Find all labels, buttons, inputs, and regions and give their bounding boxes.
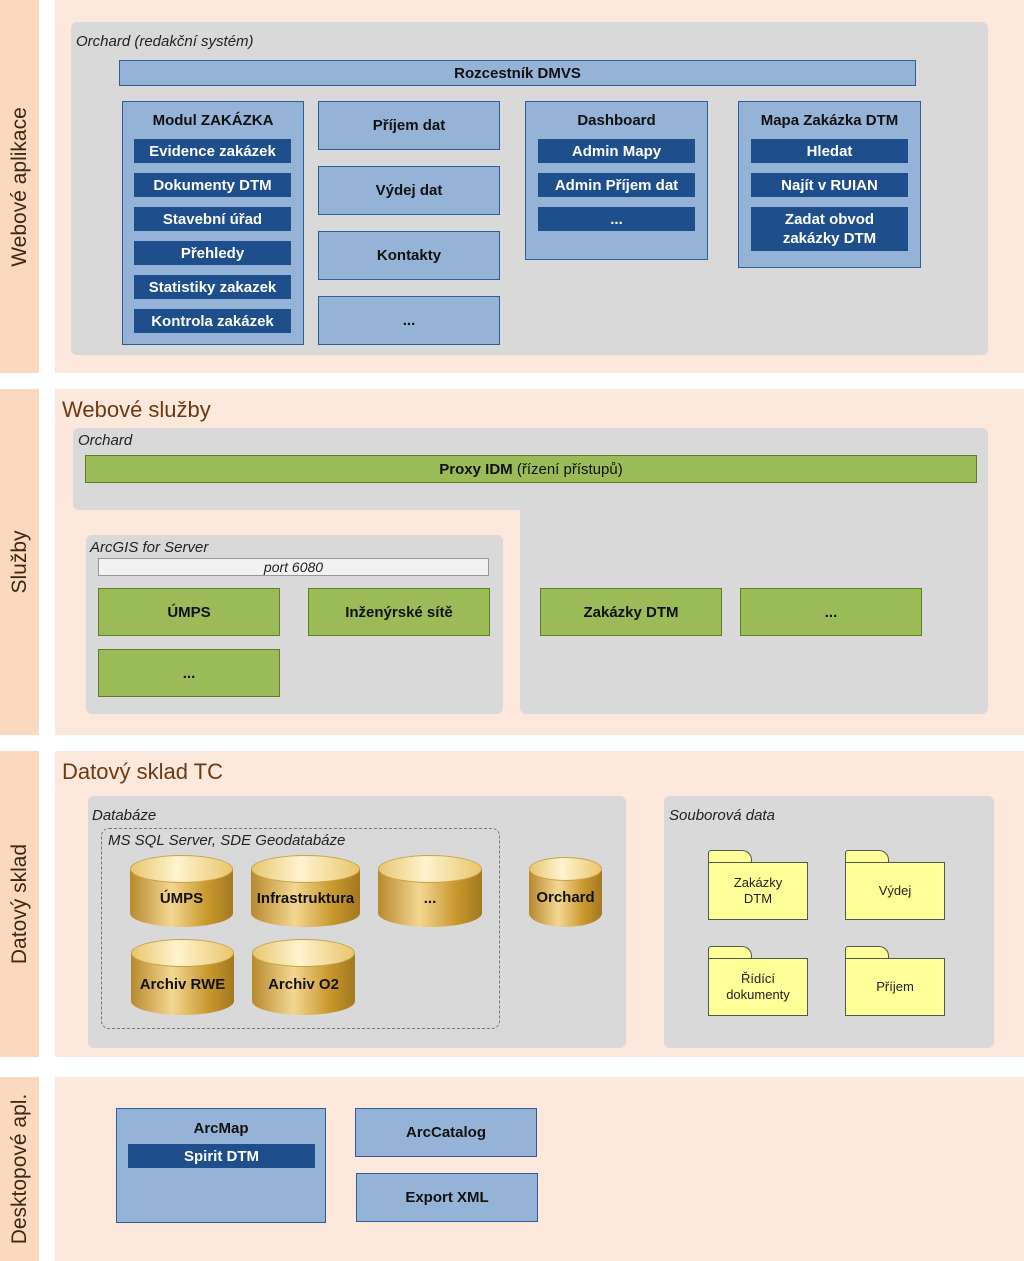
menu-prehledy[interactable]: Přehledy bbox=[134, 241, 291, 265]
service-arcgis-more[interactable]: ... bbox=[98, 649, 280, 697]
cylinder-top bbox=[131, 939, 234, 967]
rozcestnik-bar[interactable]: Rozcestník DMVS bbox=[119, 60, 916, 86]
cylinder-top bbox=[378, 855, 482, 883]
cylinder-top bbox=[130, 855, 233, 883]
folder-body: Výdej bbox=[845, 862, 945, 920]
layer-label-text: Webové aplikace bbox=[7, 106, 31, 267]
cylinder-top bbox=[251, 855, 360, 883]
folder-label-line1: Příjem bbox=[876, 979, 914, 994]
menu-statistiky[interactable]: Statistiky zakazek bbox=[134, 275, 291, 299]
mapa-title: Mapa Zakázka DTM bbox=[760, 112, 899, 129]
box-kontakty[interactable]: Kontakty bbox=[318, 231, 500, 280]
folder-label-line1: Řídící bbox=[741, 971, 775, 986]
menu-evidence-zakazek[interactable]: Evidence zakázek bbox=[134, 139, 291, 163]
proxy-idm-bar[interactable]: Proxy IDM (řízení přístupů) bbox=[85, 455, 977, 483]
menu-hledat[interactable]: Hledat bbox=[751, 139, 908, 163]
menu-stavebni-urad[interactable]: Stavební úřad bbox=[134, 207, 291, 231]
folder-label-line2: DTM bbox=[743, 891, 773, 906]
db-infrastruktura-label: Infrastruktura bbox=[256, 889, 355, 907]
data-store-section-title: Datový sklad TC bbox=[62, 759, 223, 784]
service-zakazky-dtm[interactable]: Zakázky DTM bbox=[540, 588, 722, 636]
service-inzenyrske-site[interactable]: Inženýrské sítě bbox=[308, 588, 490, 636]
arcmap-title: ArcMap bbox=[193, 1120, 249, 1137]
db-infrastruktura[interactable]: Infrastruktura bbox=[251, 855, 360, 927]
menu-najit-ruian[interactable]: Najít v RUIAN bbox=[751, 173, 908, 197]
db-umps-label: ÚMPS bbox=[159, 889, 204, 907]
folder-vydej[interactable]: Výdej bbox=[845, 850, 945, 920]
folder-label-line2: dokumenty bbox=[726, 987, 790, 1002]
menu-zadat-obvod-line2: zakázky DTM bbox=[782, 230, 877, 247]
files-label: Souborová data bbox=[669, 807, 775, 824]
sde-group bbox=[101, 828, 500, 1029]
folder-label-line1: Zakázky bbox=[733, 875, 783, 890]
layer-label-data-store: Datový sklad bbox=[0, 751, 39, 1057]
menu-dashboard-more[interactable]: ... bbox=[538, 207, 695, 231]
proxy-idm-bold: Proxy IDM bbox=[439, 460, 513, 478]
box-vydej-dat[interactable]: Výdej dat bbox=[318, 166, 500, 215]
menu-zadat-obvod-line1: Zadat obvod bbox=[784, 211, 875, 228]
db-more-label: ... bbox=[423, 889, 437, 907]
arccatalog-box[interactable]: ArcCatalog bbox=[355, 1108, 537, 1157]
layer-label-desktop: Desktopové apl. bbox=[0, 1077, 39, 1261]
folder-body: Příjem bbox=[845, 958, 945, 1016]
export-xml-box[interactable]: Export XML bbox=[356, 1173, 538, 1222]
service-umps[interactable]: ÚMPS bbox=[98, 588, 280, 636]
db-umps[interactable]: ÚMPS bbox=[130, 855, 233, 927]
menu-dokumenty-dtm[interactable]: Dokumenty DTM bbox=[134, 173, 291, 197]
box-more-apps[interactable]: ... bbox=[318, 296, 500, 345]
db-more[interactable]: ... bbox=[378, 855, 482, 927]
dashboard-title: Dashboard bbox=[577, 112, 656, 129]
modul-zakazka-title: Modul ZAKÁZKA bbox=[152, 112, 274, 129]
menu-admin-mapy[interactable]: Admin Mapy bbox=[538, 139, 695, 163]
db-archiv-o2[interactable]: Archiv O2 bbox=[252, 939, 355, 1015]
sde-label: MS SQL Server, SDE Geodatabáze bbox=[108, 832, 346, 849]
box-prijem-dat[interactable]: Příjem dat bbox=[318, 101, 500, 150]
cylinder-top bbox=[252, 939, 355, 967]
layer-label-text: Desktopové apl. bbox=[7, 1093, 31, 1245]
layer-label-text: Služby bbox=[7, 530, 31, 594]
spirit-dtm-bar[interactable]: Spirit DTM bbox=[128, 1144, 315, 1168]
menu-zadat-obvod[interactable]: Zadat obvod zakázky DTM bbox=[751, 207, 908, 251]
db-archiv-o2-label: Archiv O2 bbox=[268, 975, 339, 993]
cylinder-top bbox=[529, 857, 602, 881]
port-bar: port 6080 bbox=[98, 558, 489, 576]
folder-prijem[interactable]: Příjem bbox=[845, 946, 945, 1016]
menu-kontrola-zakazek[interactable]: Kontrola zakázek bbox=[134, 309, 291, 333]
service-orchard-more[interactable]: ... bbox=[740, 588, 922, 636]
database-label: Databáze bbox=[92, 807, 157, 824]
arcgis-label: ArcGIS for Server bbox=[90, 539, 209, 556]
db-archiv-rwe[interactable]: Archiv RWE bbox=[131, 939, 234, 1015]
proxy-idm-rest: (řízení přístupů) bbox=[512, 460, 623, 478]
layer-label-services: Služby bbox=[0, 389, 39, 735]
db-orchard[interactable]: Orchard bbox=[529, 857, 602, 927]
db-orchard-label: Orchard bbox=[536, 888, 595, 906]
orchard-services-label: Orchard bbox=[78, 432, 133, 449]
menu-admin-prijem-dat[interactable]: Admin Příjem dat bbox=[538, 173, 695, 197]
services-section-title: Webové služby bbox=[62, 397, 211, 422]
folder-label-line1: Výdej bbox=[878, 883, 912, 898]
db-archiv-rwe-label: Archiv RWE bbox=[139, 975, 226, 993]
layer-label-text: Datový sklad bbox=[7, 843, 31, 965]
orchard-container-title: Orchard (redakční systém) bbox=[76, 33, 254, 50]
layer-label-web-apps: Webové aplikace bbox=[0, 0, 39, 373]
